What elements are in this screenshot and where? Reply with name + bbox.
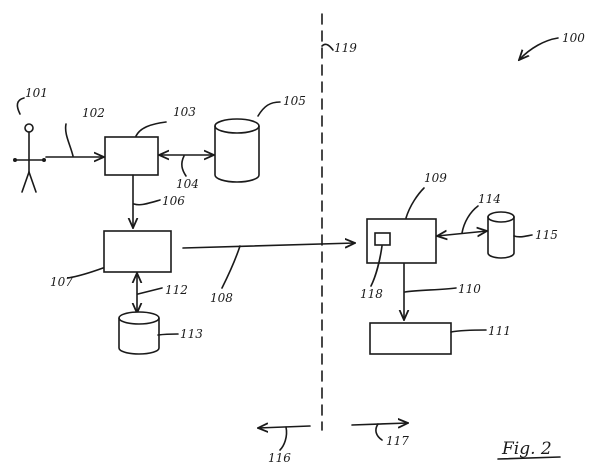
- assembly-ref-label: 100: [562, 31, 585, 45]
- remote-link-down: 110: [404, 263, 481, 320]
- direction-right-ref-label: 117: [386, 434, 409, 448]
- remote-unit-ref-label: 109: [424, 171, 447, 185]
- figure-caption-text: Fig. 2: [501, 439, 552, 459]
- direction-arrow-right: 117: [351, 423, 409, 448]
- link-down: 106: [133, 174, 185, 228]
- remote-unit-box: 109 118: [360, 171, 447, 301]
- db-link-bottom-ref-label: 112: [165, 283, 188, 297]
- direction-left-ref-label: 116: [268, 451, 291, 465]
- db-link-top-ref-label: 104: [176, 177, 199, 191]
- db-link-top: 104: [159, 155, 214, 191]
- direction-arrow-left: 116: [258, 426, 311, 465]
- database-bottom: 113: [118, 311, 203, 355]
- input-module-box: 103: [104, 105, 196, 176]
- database-right: 115: [487, 211, 558, 259]
- network-divider: 119: [321, 13, 357, 431]
- cross-link-ref-label: 108: [210, 291, 233, 305]
- database-bottom-ref-label: 113: [180, 327, 203, 341]
- divider-ref-label: 119: [334, 41, 357, 55]
- remote-link-down-ref-label: 110: [458, 282, 481, 296]
- sub-component-ref-label: 118: [360, 287, 383, 301]
- link-down-ref-label: 106: [162, 194, 185, 208]
- database-top-ref-label: 105: [283, 94, 306, 108]
- input-module-ref-label: 103: [173, 105, 196, 119]
- output-unit-ref-label: 111: [488, 324, 511, 338]
- figure-caption: Fig. 2: [497, 439, 561, 460]
- db-link-bottom: 112: [137, 273, 188, 313]
- user-figure: 101: [13, 86, 48, 193]
- processor-ref-label: 107: [50, 275, 73, 289]
- input-link: 102: [45, 106, 105, 157]
- output-unit-box: 111: [369, 322, 511, 355]
- db-link-right: 114: [437, 192, 501, 236]
- sub-component-box: [374, 232, 391, 246]
- database-top: 105: [214, 94, 306, 183]
- assembly-callout: 100: [519, 31, 585, 60]
- processor-box: 107: [50, 230, 172, 289]
- input-link-ref-label: 102: [82, 106, 105, 120]
- cross-network-link: 108: [182, 243, 355, 305]
- user-ref-label: 101: [25, 86, 48, 100]
- database-right-ref-label: 115: [535, 228, 558, 242]
- db-link-right-ref-label: 114: [478, 192, 501, 206]
